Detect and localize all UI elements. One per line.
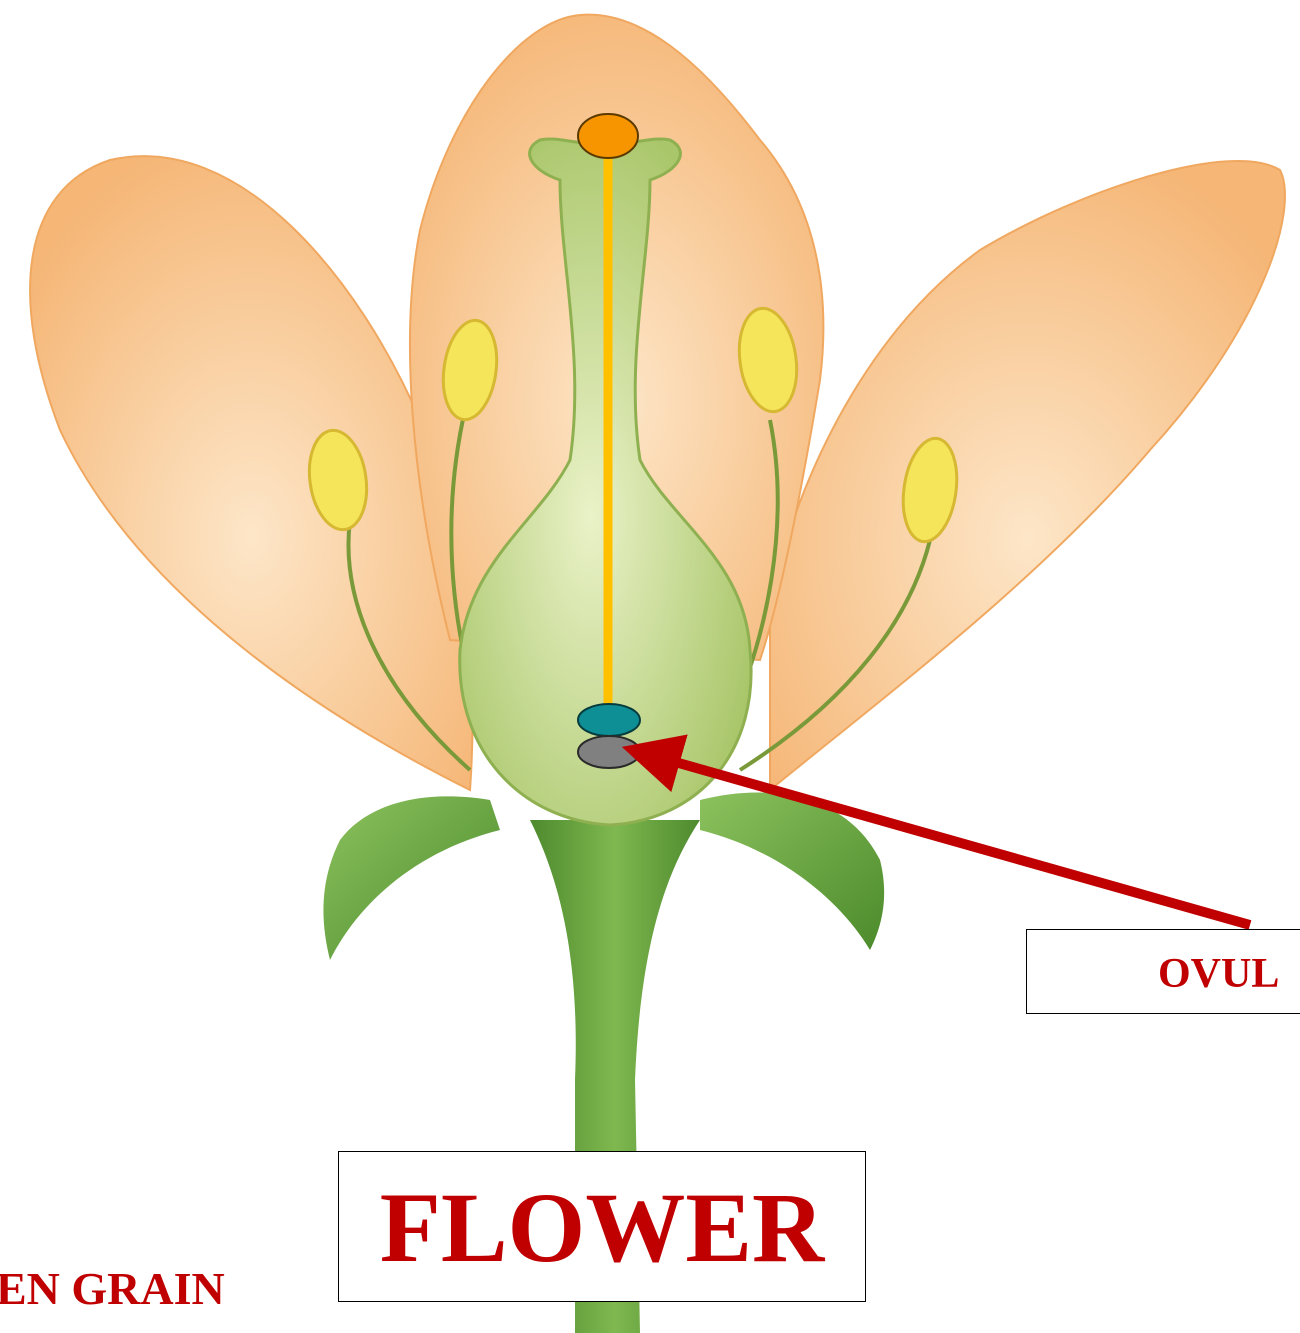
- petal-left: [30, 156, 472, 790]
- pollen-grain-label: EN GRAIN: [0, 1262, 225, 1315]
- sepal-left: [323, 796, 500, 960]
- ovule: [578, 736, 640, 768]
- ovule-label-text: OVUL: [1158, 951, 1279, 997]
- pollen-grain: [578, 114, 638, 158]
- ovule-label: OVUL: [1026, 929, 1300, 1014]
- petal-right: [770, 161, 1285, 790]
- flower-title-text: FLOWER: [380, 1172, 824, 1283]
- flower-title: FLOWER: [338, 1151, 866, 1302]
- sperm-nucleus: [578, 704, 640, 736]
